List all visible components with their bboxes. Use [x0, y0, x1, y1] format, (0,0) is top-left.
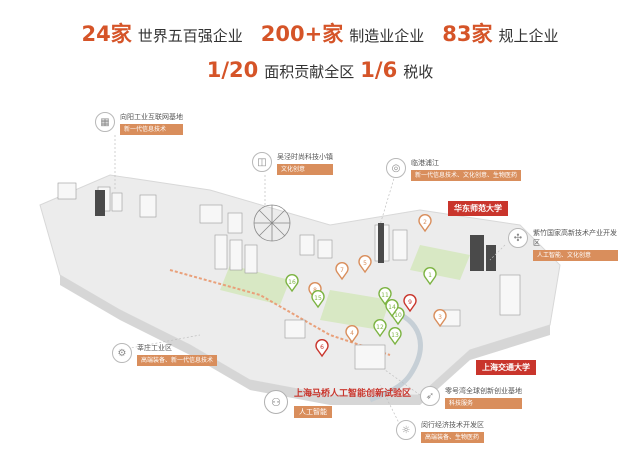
- location-marker-6: 6: [315, 339, 329, 358]
- marker-number: 8: [313, 287, 317, 294]
- robot-icon: ⚇: [264, 390, 288, 414]
- rocket-icon: ➶: [420, 386, 440, 406]
- marker-number: 5: [363, 260, 367, 267]
- globe-icon: ◎: [386, 158, 406, 178]
- building-icon: ▦: [95, 112, 115, 132]
- stat-above-scale-count: 83家: [442, 22, 493, 46]
- annotation-name: 莘庄工业区: [137, 344, 172, 352]
- annotation-name: 临港浦江: [411, 159, 439, 167]
- marker-number: 11: [381, 292, 389, 299]
- location-marker-16: 16: [285, 274, 299, 293]
- stat-manufacturing-count: 200+家: [260, 22, 344, 46]
- featured-maqiao-ai-zone: ⚇ 上海马桥人工智能创新试验区 人工智能: [264, 386, 411, 418]
- marker-number: 3: [438, 314, 442, 321]
- stat-tax-label: 税收: [403, 63, 434, 81]
- marker-number: 10: [394, 312, 402, 319]
- callout-ecnu: 华东师范大学: [448, 201, 508, 216]
- location-marker-15: 15: [311, 290, 325, 309]
- annotation-wujing: ◫ 吴泾时尚科技小镇 文化创意: [252, 152, 333, 175]
- annotation-name: 零号湾全球创新创业基地: [445, 387, 522, 395]
- shirt-icon: ◫: [252, 152, 272, 172]
- location-marker-12: 12: [373, 319, 387, 338]
- annotation-zizhu: ✣ 紫竹国家高新技术产业开发区 人工智能、文化创意: [508, 228, 618, 261]
- marker-number: 12: [376, 324, 384, 331]
- green-zone: [320, 290, 390, 330]
- annotation-tag: 高端装备、新一代信息技术: [137, 355, 218, 366]
- dark-buildings: [95, 190, 496, 271]
- network-icon: ✣: [508, 228, 528, 248]
- annotation-tag: 新一代信息技术: [120, 124, 183, 135]
- marker-number: 16: [288, 279, 296, 286]
- location-marker-14: 14: [385, 299, 399, 318]
- featured-tag: 人工智能: [294, 406, 332, 418]
- marker-number: 9: [408, 299, 412, 306]
- location-marker-13: 13: [388, 327, 402, 346]
- stat-fortune500-count: 24家: [81, 22, 132, 46]
- annotation-xinzhuang: ⚙ 莘庄工业区 高端装备、新一代信息技术: [112, 343, 218, 366]
- headline-line-1: 24家世界五百强企业 200+家制造业企业 83家规上企业: [0, 18, 640, 48]
- stat-area-label: 面积贡献全区: [264, 63, 355, 81]
- green-zone: [220, 265, 290, 305]
- location-marker-2: 2: [418, 214, 432, 233]
- annotation-minhang-etdz: ☼ 闵行经济技术开发区 高端装备、生物医药: [396, 420, 484, 443]
- river: [368, 307, 423, 403]
- leader-lines: [114, 135, 506, 426]
- location-marker-11: 11: [378, 287, 392, 306]
- location-marker-3: 3: [433, 309, 447, 328]
- location-marker-5: 5: [358, 255, 372, 274]
- marker-number: 1: [428, 272, 432, 279]
- annotation-tag: 文化创意: [277, 164, 333, 175]
- stat-fortune500-label: 世界五百强企业: [137, 27, 243, 45]
- annotation-name: 向阳工业互联网基地: [120, 113, 183, 121]
- stat-tax-share: 1/6: [360, 58, 398, 82]
- annotation-tag: 人工智能、文化创意: [533, 250, 618, 261]
- location-marker-4: 4: [345, 325, 359, 344]
- annotation-tag: 高端装备、生物医药: [421, 432, 484, 443]
- bulb-icon: ☼: [396, 420, 416, 440]
- ferris-wheel: [253, 204, 291, 242]
- marker-number: 7: [340, 267, 344, 274]
- annotation-name: 紫竹国家高新技术产业开发区: [533, 229, 617, 247]
- gear-icon: ⚙: [112, 343, 132, 363]
- stat-area-share: 1/20: [206, 58, 259, 82]
- marker-number: 6: [320, 344, 324, 351]
- featured-name: 上海马桥人工智能创新试验区: [294, 389, 412, 399]
- annotation-linghaowan: ➶ 零号湾全球创新创业基地 科技服务: [420, 386, 522, 409]
- location-marker-7: 7: [335, 262, 349, 281]
- annotation-name: 吴泾时尚科技小镇: [277, 153, 333, 161]
- annotation-name: 闵行经济技术开发区: [421, 421, 484, 429]
- marker-number: 13: [391, 332, 399, 339]
- marker-number: 14: [388, 304, 396, 311]
- callout-sjtu: 上海交通大学: [476, 360, 536, 375]
- annotation-tag: 新一代信息技术、文化创意、生物医药: [411, 170, 522, 181]
- stat-above-scale-label: 规上企业: [498, 27, 559, 45]
- annotation-xiangyang: ▦ 向阳工业互联网基地 新一代信息技术: [95, 112, 183, 135]
- marker-number: 15: [314, 295, 322, 302]
- location-marker-1: 1: [423, 267, 437, 286]
- location-marker-9: 9: [403, 294, 417, 313]
- marker-number: 2: [423, 219, 427, 226]
- annotation-lingang: ◎ 临港浦江 新一代信息技术、文化创意、生物医药: [386, 158, 522, 181]
- marker-number: 4: [350, 330, 354, 337]
- stat-manufacturing-label: 制造业企业: [349, 27, 425, 45]
- annotation-tag: 科技服务: [445, 398, 522, 409]
- headline-line-2: 1/20 面积贡献全区 1/6 税收: [0, 58, 640, 82]
